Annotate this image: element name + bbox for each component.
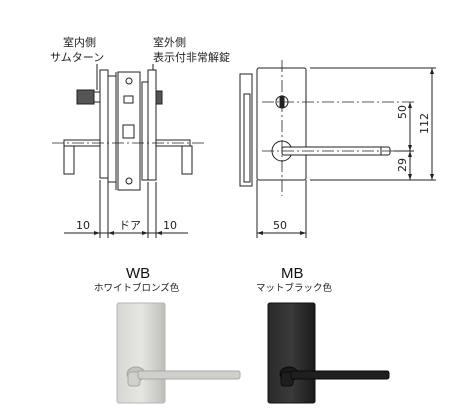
thumb-turn-label: サムターン xyxy=(50,51,105,64)
arrow-5 xyxy=(257,231,263,235)
lock-case xyxy=(117,71,141,191)
arrow-11 xyxy=(408,151,412,157)
thumb-turn-knob xyxy=(76,89,95,105)
dim-door: ドア xyxy=(119,219,141,232)
wb-name: ホワイトブロンズ色 xyxy=(94,283,180,294)
dim-vertical-upper: 50 xyxy=(396,105,409,119)
outdoor-rose xyxy=(147,69,157,181)
arrow-2 xyxy=(108,231,114,235)
mb-lever-arm xyxy=(290,370,390,380)
door-left-face xyxy=(107,75,117,183)
arrow-7 xyxy=(430,68,434,74)
right-lever-grip xyxy=(181,145,193,175)
case-screw-bottom xyxy=(125,177,133,185)
arrow-8 xyxy=(430,174,434,180)
case-bolt-hole xyxy=(123,95,134,104)
outdoor-backplate xyxy=(141,81,149,181)
dim-plate-width: 50 xyxy=(273,219,287,232)
mb-plate xyxy=(267,302,316,404)
arrow-4 xyxy=(156,231,162,235)
mb-code: MB xyxy=(281,265,304,282)
indicator-knob xyxy=(155,90,163,105)
dim-left-thickness: 10 xyxy=(76,219,90,232)
left-lever-grip xyxy=(63,145,75,175)
case-latch-hole xyxy=(122,124,135,139)
outdoor-label: 室外側 xyxy=(153,36,186,49)
front-plate xyxy=(256,67,307,181)
arrow-10 xyxy=(408,145,412,151)
arrow-6 xyxy=(300,231,306,235)
arrow-3 xyxy=(142,231,148,235)
mb-product-photo xyxy=(267,302,390,404)
indicator-label: 表示付非常解錠 xyxy=(153,51,230,64)
case-screw-top xyxy=(125,77,133,85)
arrow-1 xyxy=(94,231,100,235)
dim-right-thickness: 10 xyxy=(163,219,177,232)
mb-name: マットブラック色 xyxy=(256,283,333,294)
arrow-12 xyxy=(408,174,412,180)
wb-code: WB xyxy=(126,265,151,282)
front-backplate-inner xyxy=(243,93,251,183)
dim-total-height: 112 xyxy=(418,113,431,134)
wb-lever-arm xyxy=(137,370,241,380)
indoor-label: 室内側 xyxy=(63,36,96,49)
dim-vertical-lower: 29 xyxy=(396,158,409,172)
wb-plate xyxy=(116,302,166,404)
arrow-9 xyxy=(408,102,412,108)
thumb-turn-neck xyxy=(93,91,101,103)
wb-product-photo xyxy=(116,302,241,404)
indoor-rose xyxy=(99,69,109,179)
